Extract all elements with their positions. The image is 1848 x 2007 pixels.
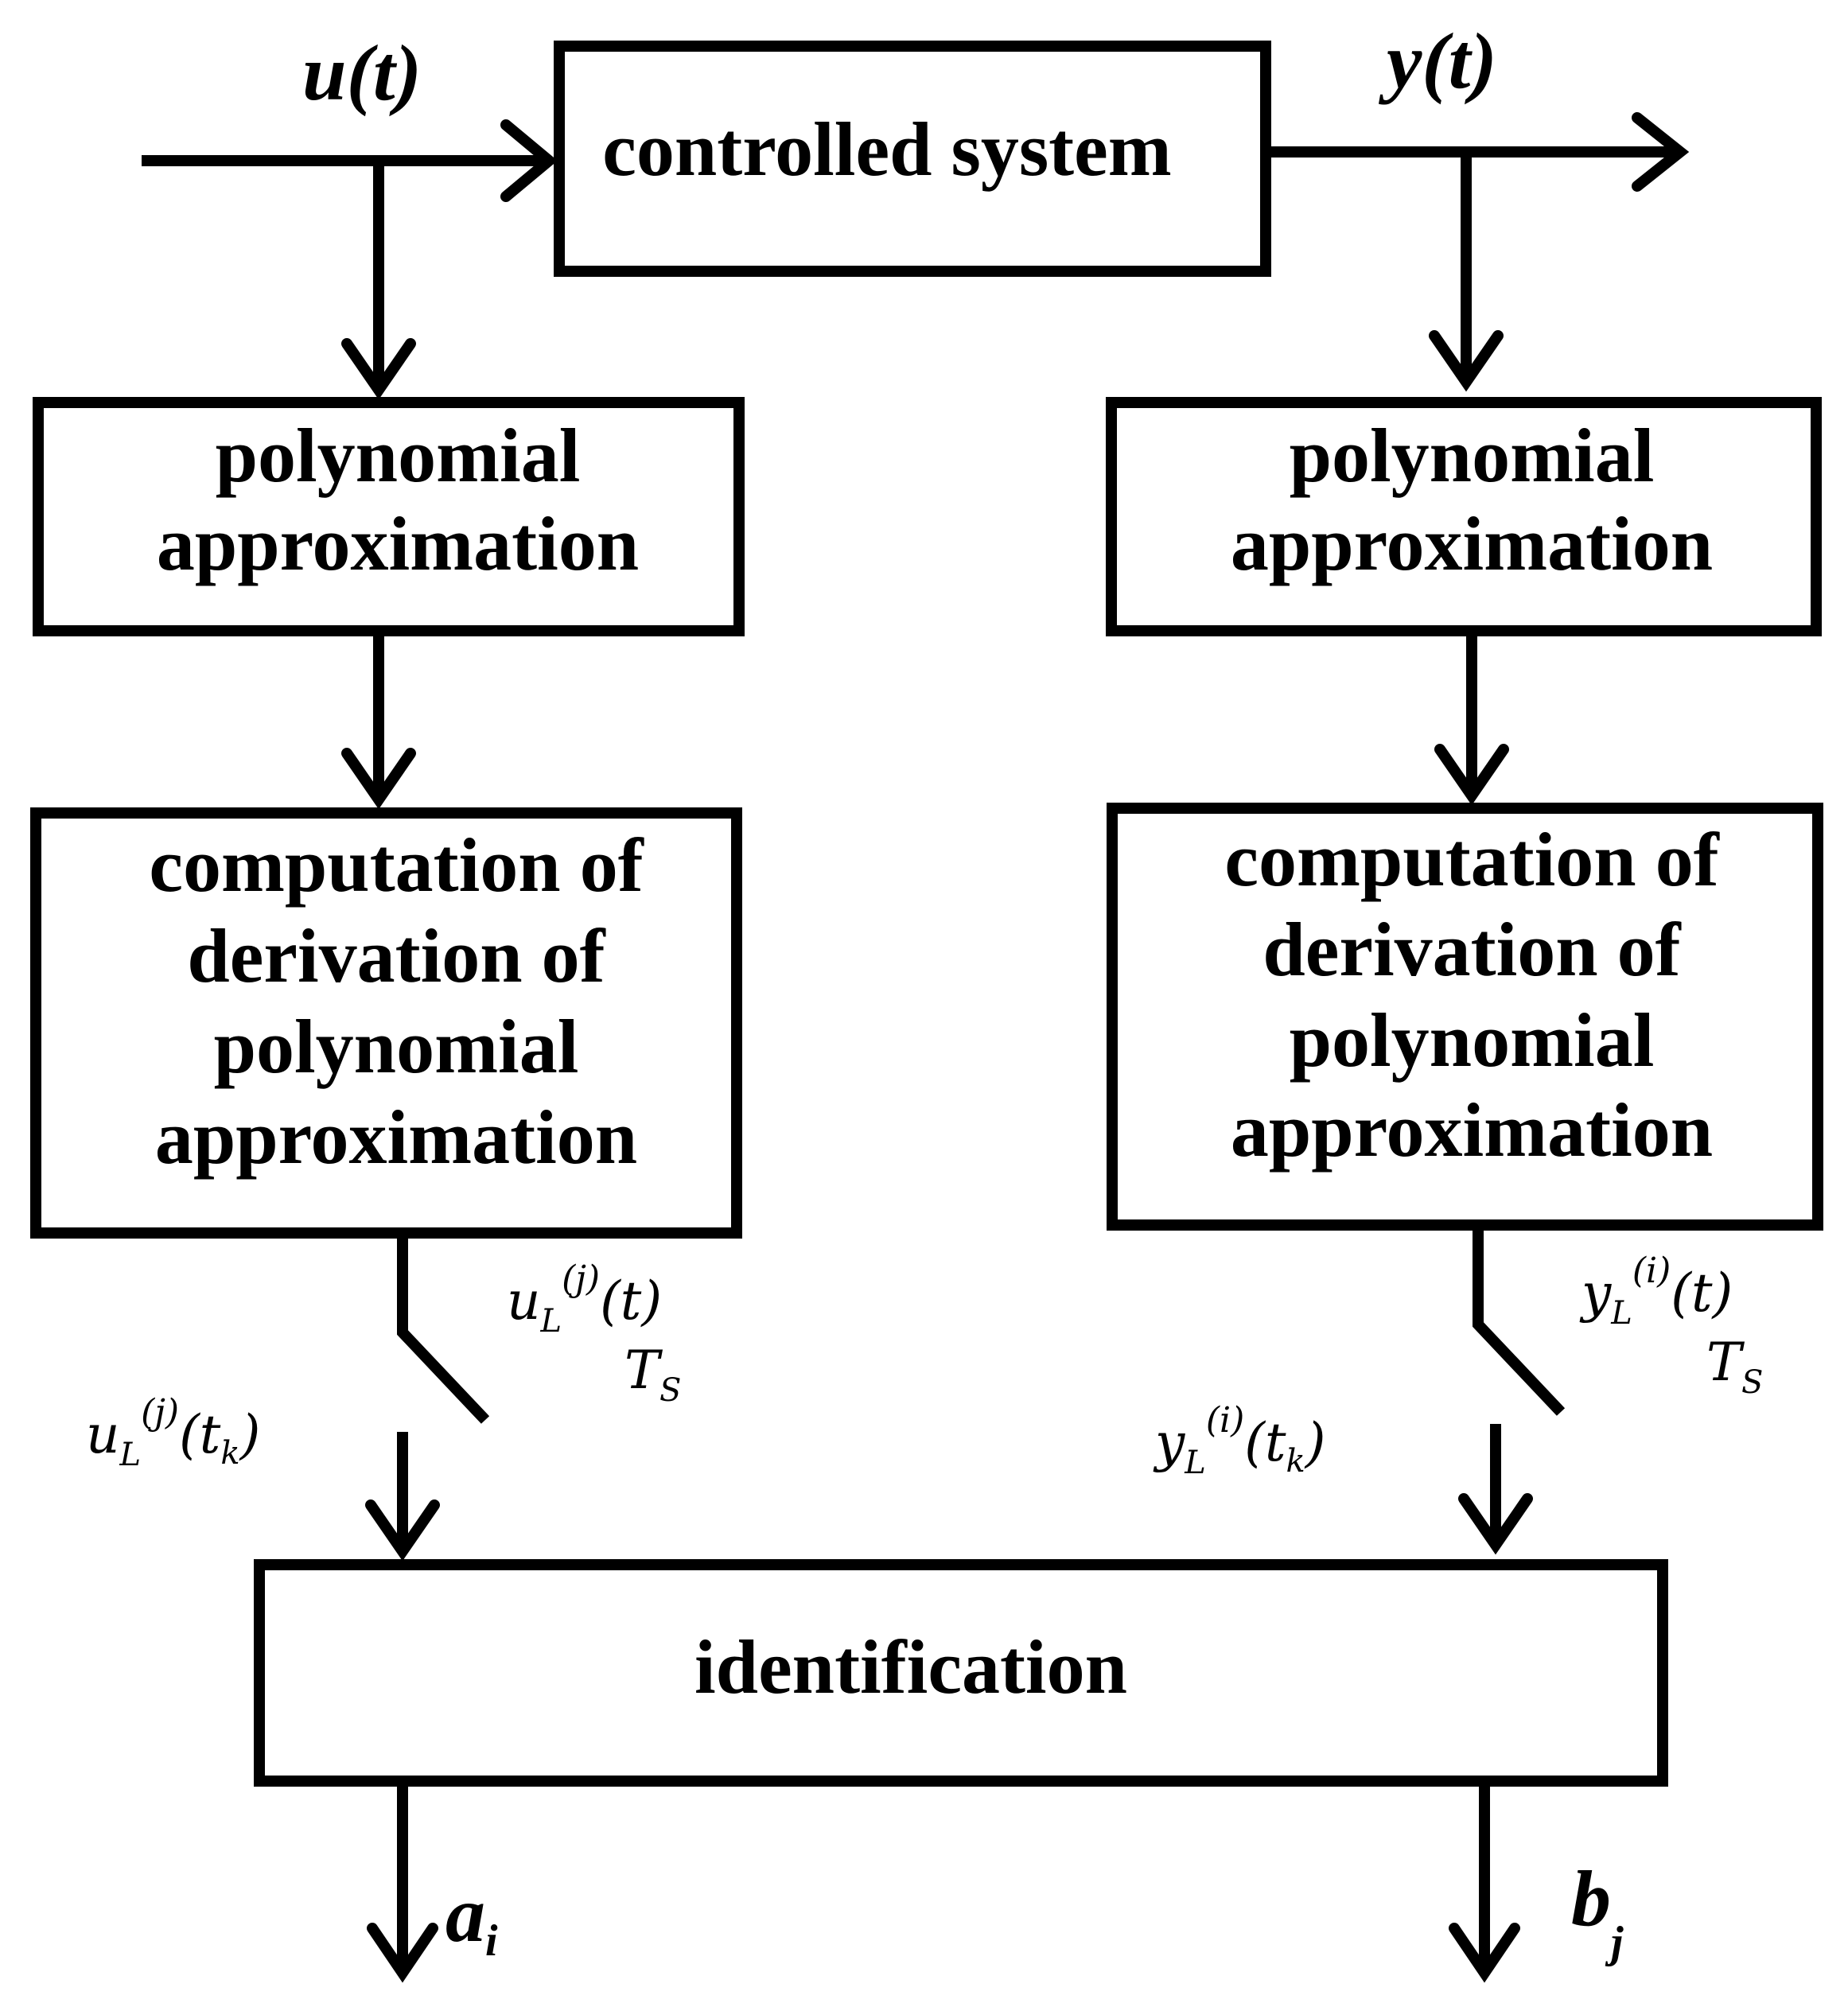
derivative-right-line2: derivation of <box>1262 907 1681 992</box>
output-a-arrow <box>367 1781 438 1983</box>
derivative-left-line2: derivation of <box>187 913 605 998</box>
derivative-left-line4: approximation <box>155 1095 637 1180</box>
input-branch-arrow <box>341 161 416 400</box>
poly-approx-left-block: polynomial approximation <box>33 397 745 636</box>
identification-label: identification <box>694 1624 1127 1709</box>
poly-approx-left-line1: polynomial <box>216 413 581 498</box>
derivative-right-line1: computation of <box>1224 817 1719 902</box>
sampler-switch-left <box>397 1233 490 1424</box>
poly-approx-left-line2: approximation <box>157 501 639 586</box>
sampled-arrow-right <box>1458 1424 1533 1555</box>
sampler-right-sampled-label: yL(i)(tk) <box>1153 1400 1326 1481</box>
output-signal-label: y(t) <box>1378 17 1497 105</box>
output-branch-arrow <box>1429 152 1504 392</box>
poly-left-to-derivative-arrow <box>341 631 416 810</box>
input-signal-label: u(t) <box>302 29 422 117</box>
sampler-left-period-label: TS <box>624 1340 681 1409</box>
poly-approx-right-block: polynomial approximation <box>1106 397 1822 636</box>
sampler-right-continuous-label: yL(i)(t) <box>1579 1250 1733 1332</box>
poly-approx-right-line2: approximation <box>1231 501 1713 586</box>
sampled-arrow-left <box>365 1432 440 1562</box>
output-a-label: ai <box>445 1870 498 1966</box>
derivative-right-line3: polynomial <box>1290 998 1655 1083</box>
poly-right-to-derivative-arrow <box>1434 631 1509 806</box>
sampler-left-continuous-label: uL(j)(t) <box>507 1258 662 1340</box>
controlled-system-label: controlled system <box>602 107 1171 192</box>
poly-approx-right-line1: polynomial <box>1290 413 1655 498</box>
sampler-switch-right <box>1473 1225 1566 1416</box>
derivative-right-line4: approximation <box>1231 1087 1713 1173</box>
derivative-left-block: computation of derivation of polynomial … <box>30 807 742 1239</box>
derivative-left-line1: computation of <box>149 823 644 908</box>
controlled-system-block: controlled system <box>554 41 1271 277</box>
sampler-left-sampled-label: uL(j)(tk) <box>86 1392 260 1473</box>
sampler-right-period-label: TS <box>1706 1332 1763 1401</box>
input-arrow <box>142 119 558 202</box>
output-b-arrow <box>1449 1781 1520 1983</box>
derivative-right-block: computation of derivation of polynomial … <box>1107 803 1823 1231</box>
identification-block: identification <box>254 1559 1668 1787</box>
output-arrow <box>1266 112 1690 192</box>
derivative-left-line3: polynomial <box>214 1004 579 1089</box>
output-b-label: bj <box>1571 1854 1624 1967</box>
